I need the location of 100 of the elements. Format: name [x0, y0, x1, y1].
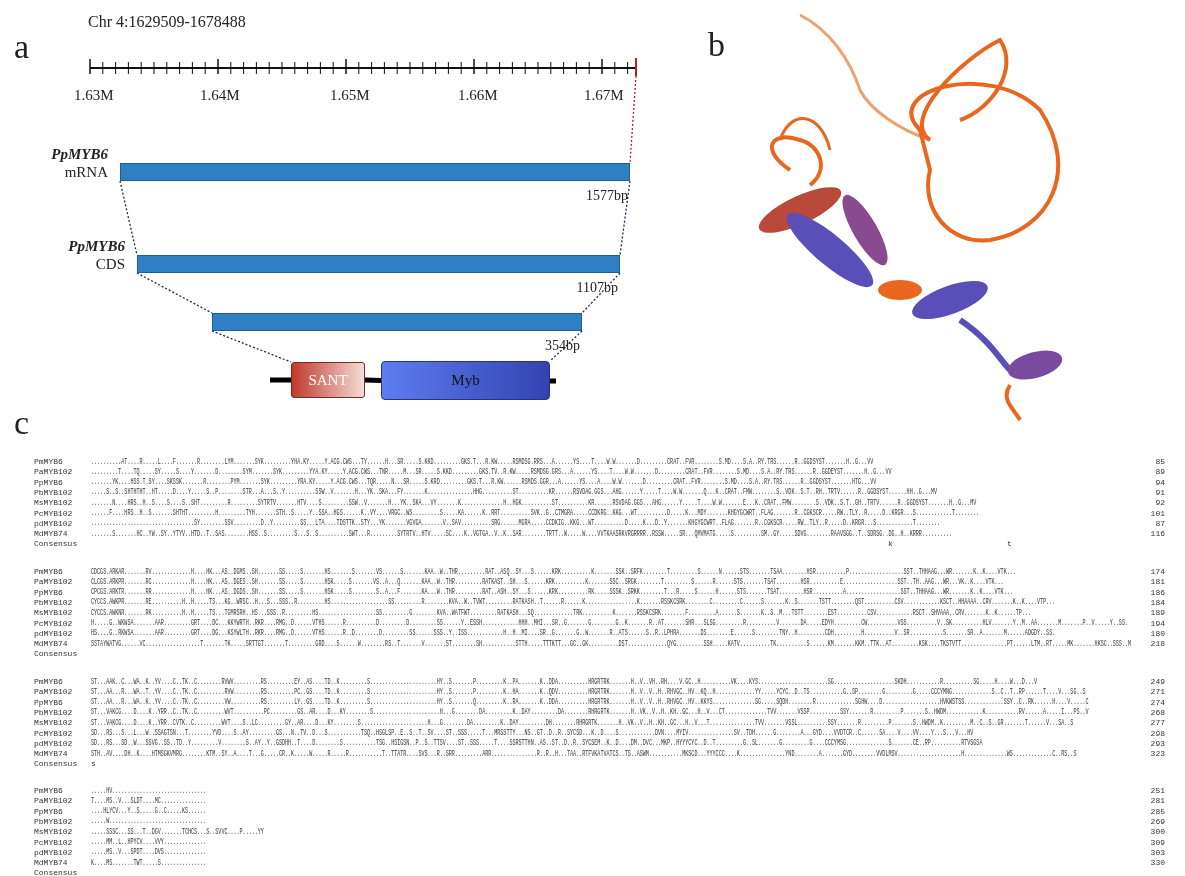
projection-line: [119, 180, 138, 256]
position-number: 277: [1150, 719, 1165, 728]
sequence-name: pdMYB102: [34, 519, 73, 528]
sequence-row: CYCCS.AWKNR.......RK..........H..H.....TS...TGMRSRH..HS...SSS..R.........HS...................SS.........G........KVA..WATFWT.........RATKASH...SQ.............TRK..........K.......RSSKCSRK........F.........A......S.......K..S..M...TSTT........EST..........CSV............RSCT..SHVAAA..CRV.......K..K......TP...: [91, 608, 1031, 618]
position-number: 87: [1155, 519, 1165, 528]
consensus-letter: s: [91, 760, 96, 769]
sequence-name: PmMYB6: [34, 787, 63, 795]
sequence-row: HS....G..RKWSA.......AAR.........GRT....DG...KSYWLTH..RKR....RMG..D......VTHS......R..D........D.........SS......SSS..Y..ISS............H..H..MI....SR..G.......G..W.......R..ATS......S..R..LPHRA.......DS........E......S........TNY..H.........CDH.........H..........V..SR...........S.......SR..A.......M......ADGDY..SS.: [91, 629, 1056, 638]
sequence-name: PpMYB6: [34, 807, 63, 816]
sequence-name: PpMYB6: [34, 588, 63, 597]
position-number: 300: [1150, 828, 1165, 837]
position-number: 181: [1150, 578, 1165, 587]
position-number: 91: [1155, 488, 1165, 497]
sequence-row: .......N....HRS..H..S....S....S..SHT.........R.........SYTRTV.......HTV....S.........SSW..V.......H...YK..SKA...VY.......K..............H..HGK..........ST..........KR......RSVDAG.GGS...AHG......Y.....T....W.W.......E...K..CRAT..FMW........S..VDK..S.T..GH..TRTV......R..GGDSYST.......H..G...MV: [91, 498, 977, 508]
domain-box: [291, 362, 365, 398]
position-number: 298: [1150, 729, 1165, 738]
sequence-name: MdMYB74: [34, 640, 68, 649]
panel-letter: b: [708, 28, 725, 62]
position-number: 85: [1155, 458, 1165, 466]
consensus-label: Consensus: [34, 540, 78, 549]
domain-box: [381, 361, 550, 400]
position-number: 186: [1150, 588, 1165, 597]
sequence-name: MsMYB102: [34, 719, 73, 728]
position-number: 330: [1150, 859, 1165, 868]
sequence-row: CPCGS.ARKTR.......RR.............H....HK...AS..DGDS..SH.......SS.....S.......HSK.....S........S..A...F.......KA...W..THR.........RAT..ASH..SY...S......KRK..........RK.....SSSK..SRKK........T...R.....S......H......STS.......TSAT........HSR..........A..................SST..THHAAG...WR.......K..K....VTK...: [91, 588, 1013, 597]
sequence-row: K....MS.......TWT.....S...............: [91, 858, 207, 868]
sequence-name: PmMYB6: [34, 568, 63, 576]
sequence-row: .....S..S..SHTHTHT..HT.....D....Y.....S..P........STR...A...S..Y..........SSW..V.......H...YK..SKA...FY.......K...............HHG..........ST..........KR......RSVDAG.GGS...AHG......Y.....T....W.W.......Q...K..CRAT..FMW........S..VDK..S.T..RH..TRTV......R..GGDSYST......HH..G...MV: [91, 488, 937, 497]
gene-bar: [212, 313, 582, 331]
sequence-row: .....MS..V...SPDT....DVS..............: [91, 848, 207, 857]
position-number: 309: [1150, 838, 1165, 847]
position-number: 269: [1150, 817, 1165, 826]
sequence-name: PcMYB102: [34, 838, 73, 847]
position-number: 293: [1150, 739, 1165, 748]
domain-label: Myb: [451, 373, 480, 388]
sequence-name: PcMYB102: [34, 619, 73, 628]
sequence-name: PaMYB102: [34, 468, 73, 477]
sequence-type-label: CDS: [95, 257, 125, 272]
sequence-name: PaMYB102: [34, 797, 73, 806]
domain-label: SANT: [308, 372, 348, 388]
tick-label: 1.63M: [74, 88, 114, 103]
sequence-row: CDCGS.ARKAR.......RV.............H....HK...AS..DGMS..SH.......SS.....S.......HS.......S.......VS......S.......KAA..W..THR.........RAT..ASQ..SY...S......KRK..........K.......SSK..SRFK........T.........S......N......STS.......TSAA........HSR..........P..................SST..THHAAG...WR.......K..K....VTK...: [91, 567, 1016, 576]
sequence-row: ST...VAKCG....D....K..YRR..CVTK..C.........WVT....S..LC.........GY..AR....D...KY........S......................H...G........DA.........K..DAY.........DH........RHRGRTK.......H..VK..V..H..KH..GC...H..V...T...............TVV.......VSSL..........SSY.......R.........P.......S..HWDM..K.........M..C..S..GR.......T......V...SA..S: [91, 718, 1074, 728]
position-number: 101: [1150, 509, 1165, 518]
position-number: 268: [1150, 708, 1165, 717]
position-number: 303: [1150, 848, 1165, 857]
scale-axis: [89, 57, 637, 77]
sequence-row: ..................................SY........SSV.........D..Y.........SS...LTA....TDSTTK..STY...YK.......VGVGA.......V..SAV..........SRG......MGRA.....CCDKIG..KKG...WT..........D.....K...D..Y.......KHGYGCWRT..FLAG.......R..CGKSCR.....RW..TLY..R.....D..KRGR...S............T........: [91, 519, 940, 528]
gene-bar: [137, 255, 620, 273]
sequence-name: PpMYB6: [34, 478, 63, 487]
position-number: 92: [1155, 499, 1165, 508]
consensus-letter: k: [888, 540, 893, 549]
consensus-label: Consensus: [34, 869, 78, 876]
sequence-row: .......YK....HSS.T.SY....SKSSK.......R........PYM.......SYK.........YRA.KY.....Y.ACG.CWS...TQR.....N...SR.....S.KRD.........GKS.T...R.KW......RSMDS.GGR...A......YS....A....W.W.......D.........CRAT..FVR........S.MD....S.A..RY.TRS......R..GGDSYST.......HTG...VV: [91, 478, 877, 487]
consensus-letter: t: [1007, 540, 1012, 549]
sequence-row: CLCGS.ARKPR.......RC.............H....HK...AS..DGES..SH.......SS.....S.......HSK.....S.......VS..A...Q.......KAA..W..THR.........RATKAST..SH...S......KRK..........K.......SSC..SRGK........T.........S......R......STS.......TSAT........HSR..........E..................SST..TH..AAG...WR...VK..K....VTK...: [91, 577, 1004, 587]
sequence-name: MdMYB74: [34, 530, 68, 539]
sequence-row: T....MS..V...SLDT....MC...............: [91, 796, 207, 806]
position-number: 184: [1150, 598, 1165, 607]
sequence-row: .......S.......HC..YW..SY..YTYV..HTD..T..SAS........HSS..S.........S...S..S..........SWT...R.........SYTRTV..HTV.....SC....K..VGTGA..V..K..SAR........TRTT..W.....W....VVTKAASRKVRGRRRR..RSSW.....SR...QMVMATG.....S.........SM..GY.....SDVG........RAAVSGG..T..SDRSG..DG..H..KRRR..........: [91, 529, 953, 539]
sequence-name: PbMYB102: [34, 817, 73, 826]
tick-label: 1.64M: [200, 88, 240, 103]
projection-line: [211, 330, 292, 363]
chromosome-label: Chr 4:1629509-1678488: [88, 14, 246, 30]
sequence-name: PcMYB102: [34, 509, 73, 518]
position-number: 189: [1150, 609, 1165, 618]
length-label: 354bp: [545, 339, 580, 353]
sequence-name: pdMYB102: [34, 848, 73, 857]
consensus-label: Consensus: [34, 760, 78, 769]
sequence-name: PpMYB6: [34, 698, 63, 707]
sequence-row: STH..AV....DH..K....HTMSGKVMRG........KTM..SY..A....T...G.....CR..K.....W.....R.....R...........T..TTATR....SVS...R..SRR.........ARR...............R..R..H...TAA..RTFVKATVATCS..TS..ASWM...........MKSCD...YYYCCC....K...............YND........A.......GYD........VVDLMSV.....................H..............WS.............C..RS..S: [91, 749, 1077, 759]
sequence-row: .....HV...............................: [91, 786, 207, 795]
position-number: 194: [1150, 619, 1165, 628]
sequence-row: SSTAYWATVG......VC..................T.......TK.....SRTTGT.......T.........GRD....S......W........RS..T.......V.......ST........SH...........STTH.....TTTKTT...GC..GK..........DST.............QYG.........SSH.....KATV..........TK..........S......KM.......KKM..TTK..AT.........KSK....TKSTVTT...............PT......LTM..RT.....MK.......HKSC..SSS..M: [91, 639, 1131, 649]
sequence-row: ST...VAKCG....D....K..YRR..C..TK..C.........WVT..........PC.........GS..AR....D...KY........S......................H...G........DA.........K..DAY.........DA........RHRGRTK.......H..VK..V..H..KH..GC...H..V...CT..............TVV.......VSSP..........SSY.......R.........P.......S..HWDM............K...........RV......A.....I...PS..V: [91, 708, 1089, 717]
linker-line: [364, 377, 382, 383]
position-number: 281: [1150, 797, 1165, 806]
sequence-name: MdMYB74: [34, 750, 68, 759]
position-number: 94: [1155, 478, 1165, 487]
sequence-row: .....MM..L..HPYCV....VVY..............: [91, 838, 207, 847]
position-number: 323: [1150, 750, 1165, 759]
position-number: 180: [1150, 629, 1165, 638]
sequence-row: ST...AAK..C...WA..K..YV....C..TK..C........RVWV.........RS.........EY..AS....TD..K.........S......................HY..S.......P.........K..PA.......K..DDA..........HRGRTRK.......H..V..VH..RH....V.GC..H..........VK....KYS.......................SG....................SKDH...........R..........SG.....H....W...D...V: [91, 677, 1037, 686]
sequence-name: MsMYB102: [34, 828, 73, 837]
sequence-name: PcMYB102: [34, 729, 73, 738]
sequence-name: pdMYB102: [34, 629, 73, 638]
sequence-row: ST...AA...R...WA..T..YV....C..TK..C.........RVW.........RS.........PC..GS....TD..K.........S......................HY..S.......P.........K..HA.......K..QDV..........HRGRTRK.......H..V..V..H..RHVGC..HV..KQ..H.............YY.....YCYC..D..TS...........G..SP........G.........G.....CCCYMNG.............S..C..T..RP......T....V...SG..S: [91, 687, 1086, 697]
projection-line: [629, 75, 637, 164]
tick-label: 1.66M: [458, 88, 498, 103]
sequence-name: MsMYB102: [34, 499, 73, 508]
sequence-name: PmMYB6: [34, 678, 63, 686]
position-number: 89: [1155, 468, 1165, 477]
position-number: 249: [1150, 678, 1165, 686]
tick-label: 1.65M: [330, 88, 370, 103]
sequence-name: MsMYB102: [34, 609, 73, 618]
sequence-name: PmMYB6: [34, 458, 63, 466]
gene-name-label: PpMYB6: [68, 239, 125, 254]
sequence-type-label: mRNA: [64, 165, 108, 180]
projection-line: [619, 180, 631, 256]
consensus-label: Consensus: [34, 650, 78, 659]
